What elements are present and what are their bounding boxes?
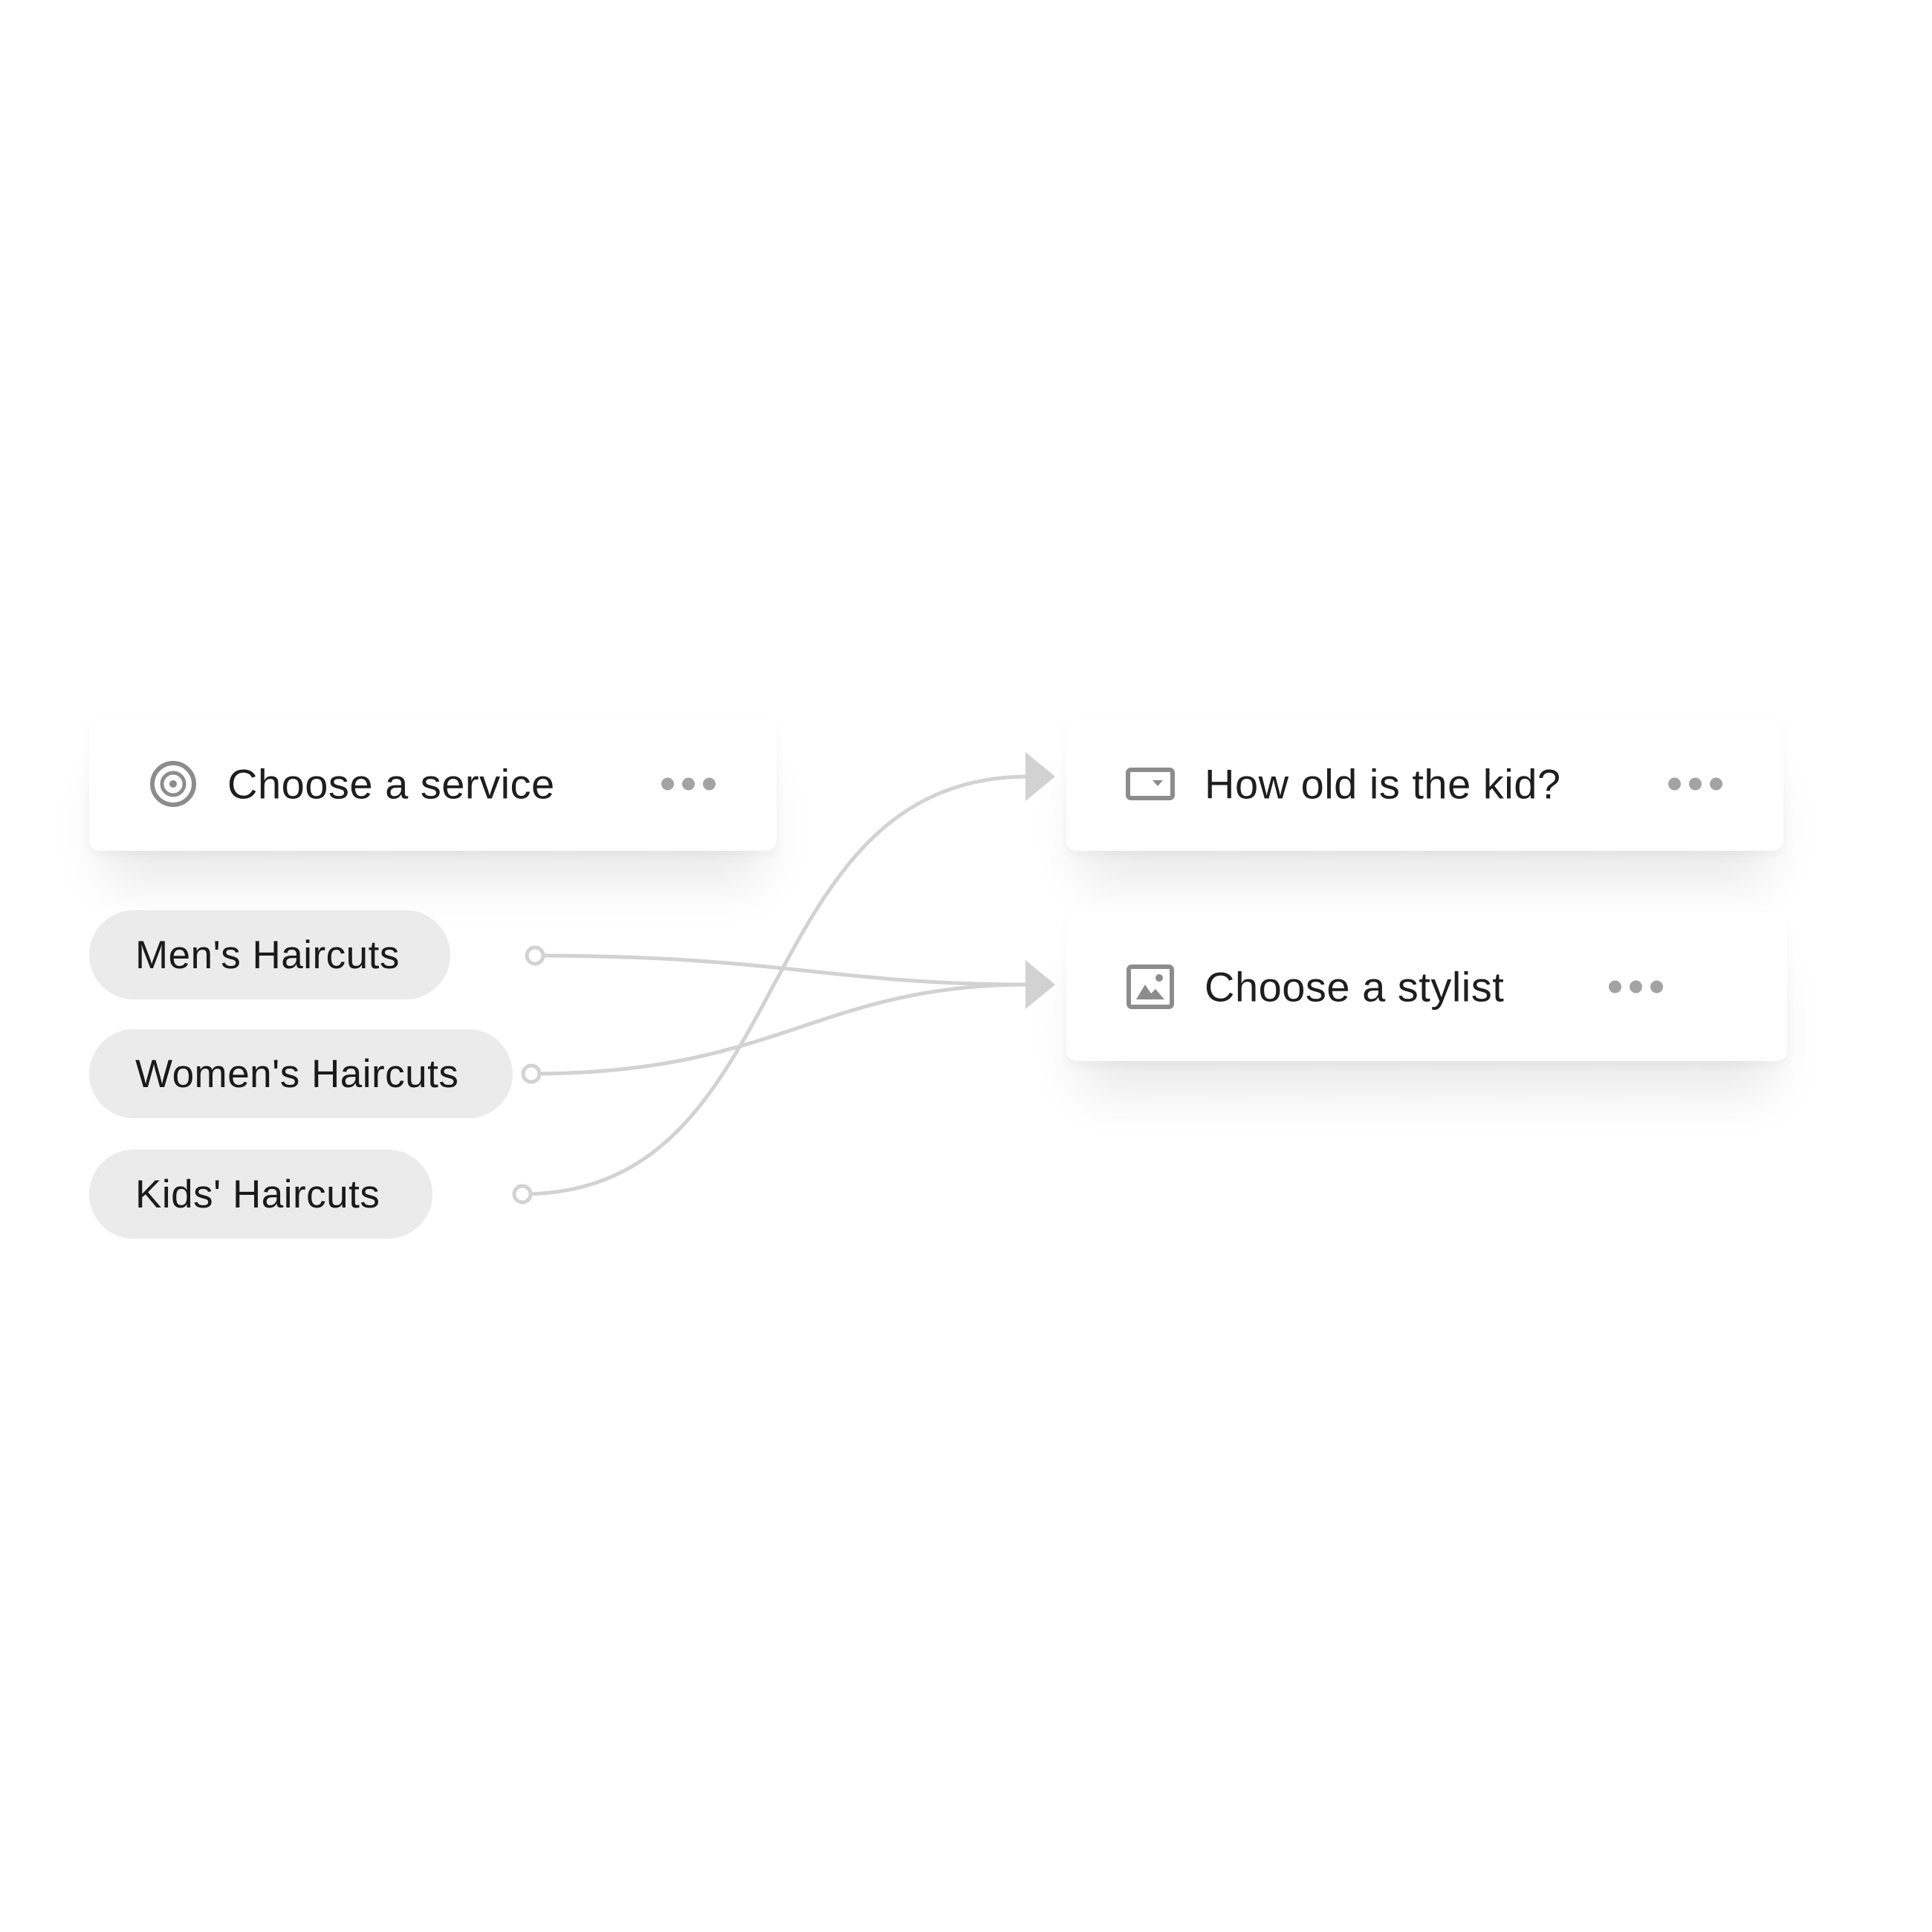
connector-womens-to-stylist: [531, 982, 1030, 1076]
arrowhead-stylist: [1025, 960, 1055, 1009]
connector-kids-to-kid-age: [522, 774, 1030, 1196]
connector-origin-mens[interactable]: [525, 945, 545, 966]
arrowhead-kid-age: [1025, 752, 1055, 801]
card-choose-service[interactable]: Choose a service: [89, 717, 777, 851]
more-options-icon[interactable]: [1609, 980, 1663, 993]
connector-mens-to-stylist: [534, 953, 1030, 987]
option-kids-haircuts[interactable]: Kids' Haircuts: [89, 1150, 432, 1239]
connector-origin-womens[interactable]: [521, 1063, 542, 1084]
card-kid-age[interactable]: How old is the kid?: [1066, 717, 1783, 851]
card-choose-stylist[interactable]: Choose a stylist: [1066, 912, 1787, 1061]
card-title: Choose a service: [227, 760, 555, 808]
option-womens-haircuts[interactable]: Women's Haircuts: [89, 1029, 513, 1118]
target-icon: [150, 761, 196, 807]
image-icon: [1127, 965, 1174, 1009]
card-title: How old is the kid?: [1205, 760, 1561, 808]
connector-origin-kids[interactable]: [512, 1184, 533, 1205]
card-title: Choose a stylist: [1205, 963, 1505, 1011]
dropdown-field-icon: [1126, 768, 1175, 800]
more-options-icon[interactable]: [661, 777, 716, 791]
option-mens-haircuts[interactable]: Men's Haircuts: [89, 910, 450, 999]
more-options-icon[interactable]: [1668, 777, 1722, 791]
